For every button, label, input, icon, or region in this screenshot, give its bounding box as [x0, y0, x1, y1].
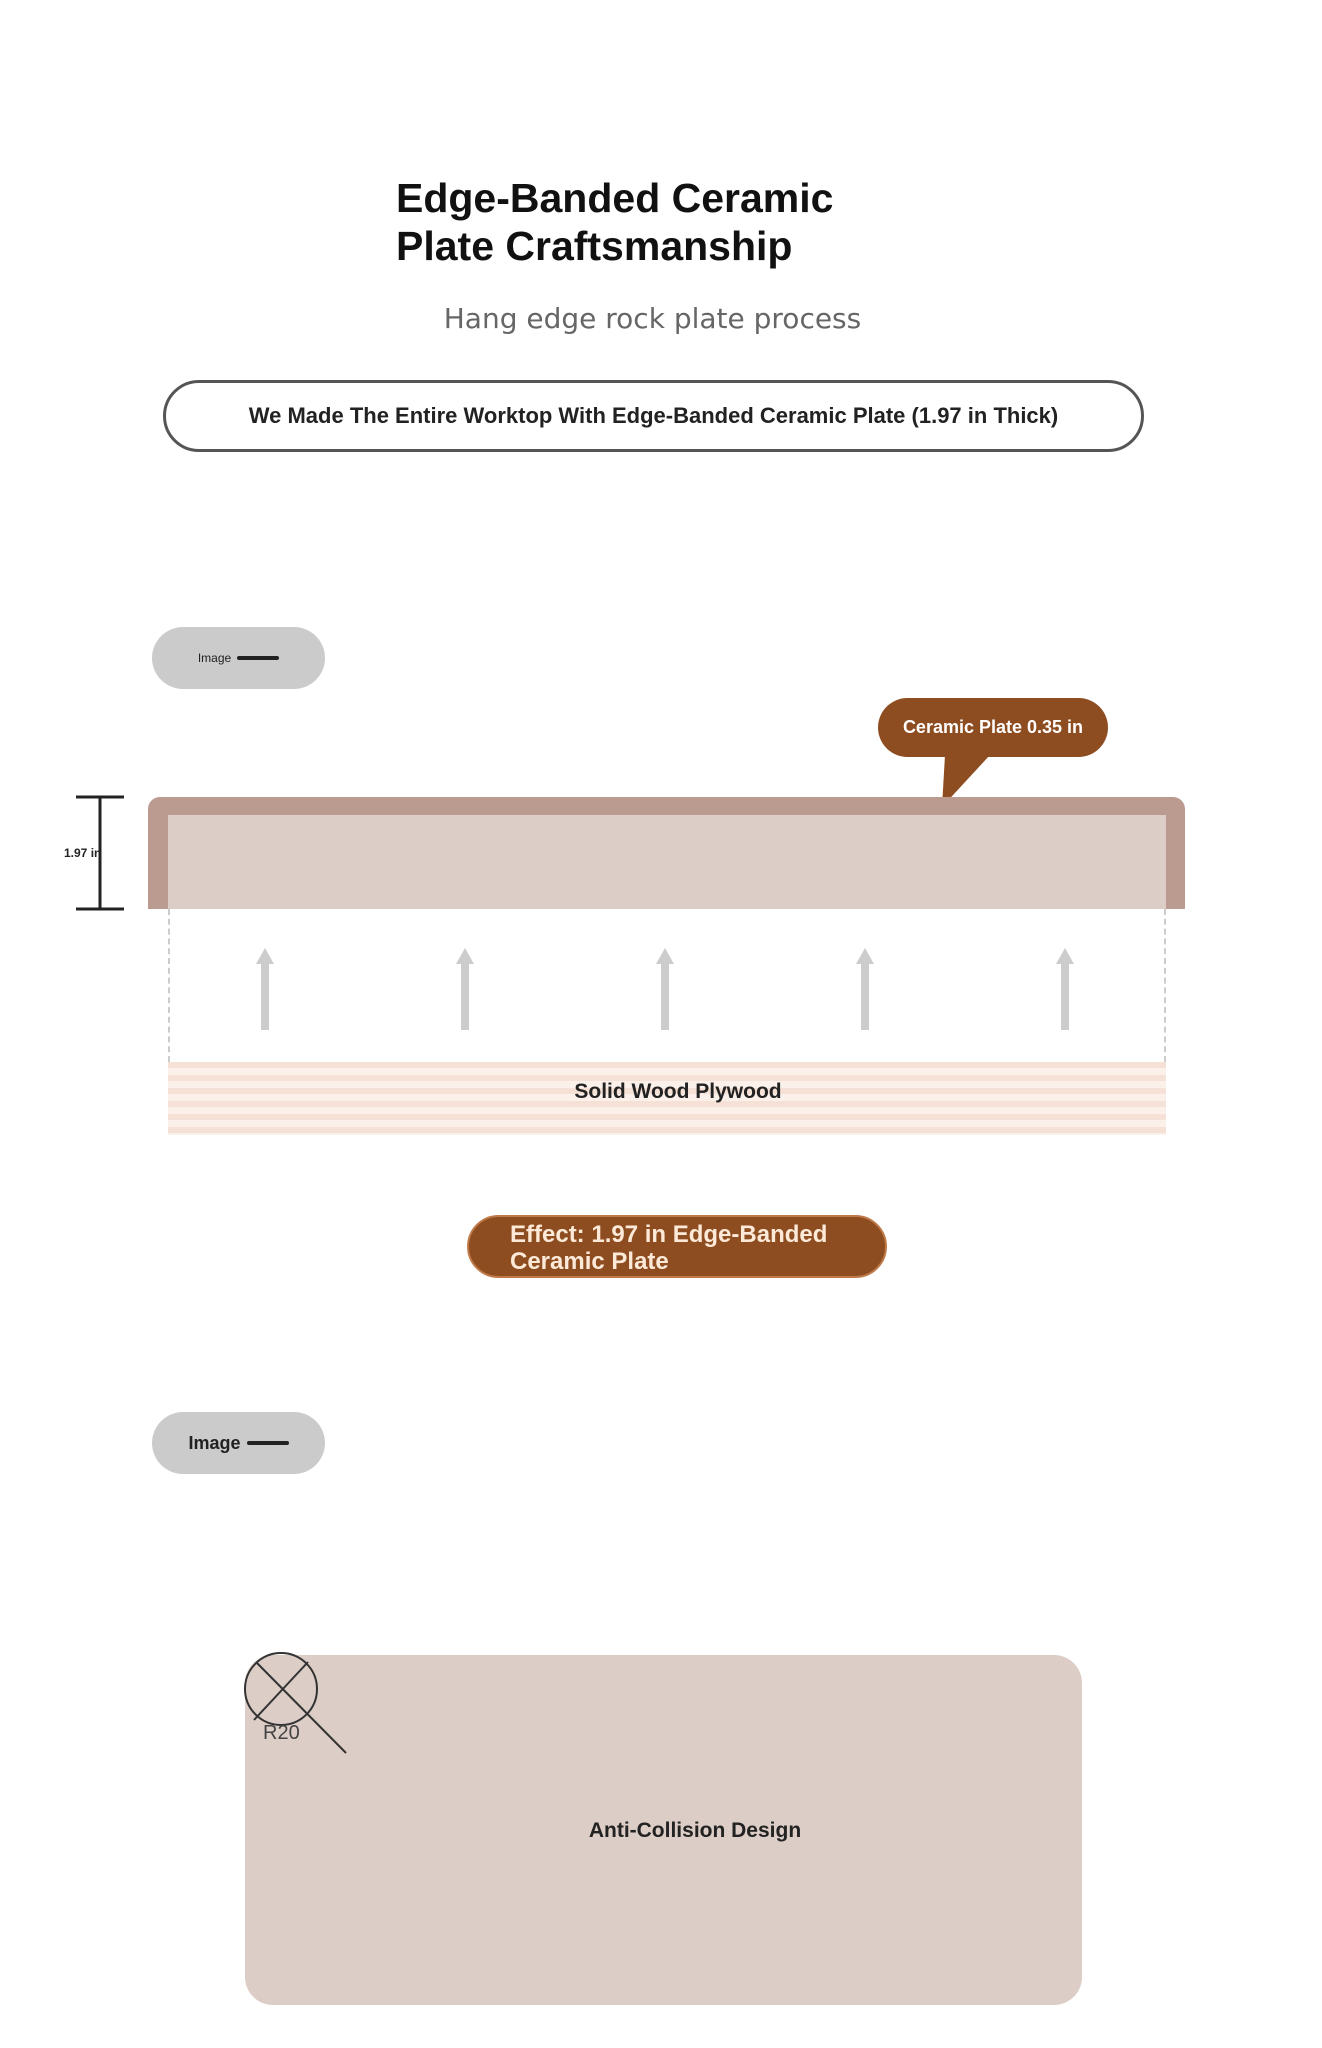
up-arrow-icon [1056, 948, 1074, 1030]
ceramic-plate-callout: Ceramic Plate 0.35 in [878, 698, 1108, 757]
up-arrow-icon [456, 948, 474, 1030]
ceramic-plate [168, 815, 1166, 909]
plywood-label: Solid Wood Plywood [574, 1080, 782, 1103]
image-placeholder-1[interactable]: Image [152, 627, 325, 689]
radius-marker-icon [244, 1652, 347, 1754]
plywood-base [168, 1062, 1166, 1135]
subtitle: Hang edge rock plate process [443, 302, 862, 335]
image-label: Image [197, 651, 232, 665]
up-arrow-icon [256, 948, 274, 1030]
callout-tail [942, 755, 990, 807]
dash-icon [246, 1441, 289, 1445]
anti-collision-label: Anti-Collision Design [588, 1819, 802, 1842]
dash-icon [237, 656, 280, 660]
effect-badge: Effect: 1.97 in Edge-Banded Ceramic Plat… [467, 1215, 887, 1278]
image-label: Image [188, 1432, 241, 1453]
page-title: Edge-Banded Ceramic Plate Craftsmanship [396, 174, 936, 270]
up-arrow-icon [856, 948, 874, 1030]
up-arrow-icon [656, 948, 674, 1030]
rounded-corner-plate [245, 1655, 1082, 2005]
title-line-2: Plate Craftsmanship [396, 223, 793, 269]
title-line-1: Edge-Banded Ceramic [396, 175, 834, 221]
dimension-marker [76, 795, 124, 911]
dimension-label: 1.97 in [64, 846, 102, 860]
info-banner: We Made The Entire Worktop With Edge-Ban… [163, 380, 1144, 452]
assembly-gap [168, 909, 1166, 1062]
radius-label: R20 [263, 1722, 300, 1744]
image-placeholder-2[interactable]: Image [152, 1412, 325, 1474]
